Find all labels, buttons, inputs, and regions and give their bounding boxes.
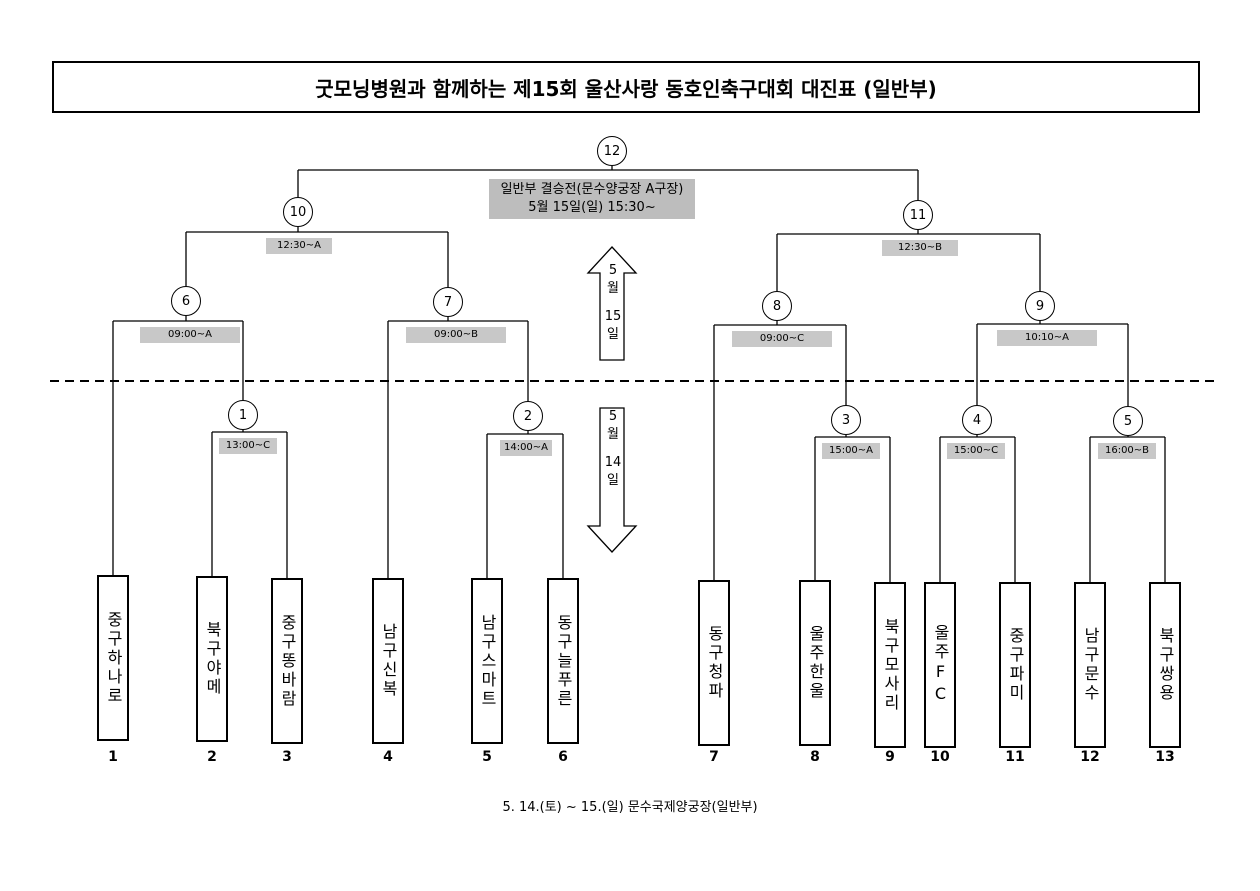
match-number-circle: 1 <box>228 400 258 430</box>
team-seed-number: 5 <box>482 749 492 765</box>
day-down-label: 5 월 14 일 <box>598 408 628 490</box>
team-box: 북구야메 <box>196 576 228 742</box>
final-date: 5월 15일(일) 15:30~ <box>528 200 656 215</box>
match-number-circle: 2 <box>513 401 543 431</box>
team-name: 북구야메 <box>203 621 222 697</box>
match-time-label: 13:00~C <box>219 438 277 454</box>
match-time-label: 09:00~C <box>732 331 832 347</box>
day-up-day-num: 15 <box>604 309 622 324</box>
team-name: 동구청파 <box>705 625 724 701</box>
team-name: 울주한울 <box>806 625 825 701</box>
team-seed-number: 8 <box>810 749 820 765</box>
match-time-label: 12:30~B <box>882 240 958 256</box>
bracket-title-text: 굿모닝병원과 함께하는 제15회 울산사랑 동호인축구대회 대진표 (일반부) <box>315 76 937 101</box>
match-time-label: 16:00~B <box>1098 443 1156 459</box>
match-time-label: 09:00~A <box>140 327 240 343</box>
day-up-month: 월 <box>607 281 619 296</box>
team-box: 남구문수 <box>1074 582 1106 748</box>
team-seed-number: 3 <box>282 749 292 765</box>
team-seed-number: 4 <box>383 749 393 765</box>
day-down-day-num: 14 <box>604 455 622 470</box>
team-seed-number: 12 <box>1080 749 1100 765</box>
team-seed-number: 1 <box>108 749 118 765</box>
day-down-month-num: 5 <box>608 409 618 424</box>
final-venue: 일반부 결승전(문수양궁장 A구장) <box>500 182 684 197</box>
arrow-up-icon <box>586 246 638 361</box>
match-time-label: 09:00~B <box>406 327 506 343</box>
match-number-circle: 4 <box>962 405 992 435</box>
match-time-label: 15:00~C <box>947 443 1005 459</box>
team-name: 북구쌍용 <box>1156 627 1175 703</box>
team-seed-number: 11 <box>1005 749 1025 765</box>
team-name: 남구스마트 <box>478 613 497 709</box>
team-name: 울주FC <box>931 624 950 706</box>
match-number-circle: 8 <box>762 291 792 321</box>
match-time-label: 12:30~A <box>266 238 332 254</box>
match-number-circle: 7 <box>433 287 463 317</box>
team-seed-number: 13 <box>1155 749 1175 765</box>
match-number-circle: 5 <box>1113 406 1143 436</box>
team-box: 동구늘푸른 <box>547 578 579 744</box>
team-box: 중구똥바람 <box>271 578 303 744</box>
team-box: 남구신복 <box>372 578 404 744</box>
day-up-month-num: 5 <box>608 263 618 278</box>
match-number-circle: 11 <box>903 200 933 230</box>
team-seed-number: 2 <box>207 749 217 765</box>
match-number-circle: 9 <box>1025 291 1055 321</box>
day-down-day: 일 <box>607 473 619 488</box>
team-box: 동구청파 <box>698 580 730 746</box>
team-box: 남구스마트 <box>471 578 503 744</box>
team-name: 북구모사리 <box>881 617 900 713</box>
team-name: 중구파미 <box>1006 627 1025 703</box>
team-box: 중구하나로 <box>97 575 129 741</box>
team-name: 중구똥바람 <box>278 613 297 709</box>
arrow-down-icon <box>586 407 638 553</box>
team-name: 남구신복 <box>379 623 398 699</box>
team-name: 동구늘푸른 <box>554 613 573 709</box>
team-box: 중구파미 <box>999 582 1031 748</box>
match-number-circle: 3 <box>831 405 861 435</box>
match-time-label: 15:00~A <box>822 443 880 459</box>
final-info-box: 일반부 결승전(문수양궁장 A구장) 5월 15일(일) 15:30~ <box>489 179 695 219</box>
match-number-circle: 6 <box>171 286 201 316</box>
team-seed-number: 6 <box>558 749 568 765</box>
team-box: 북구모사리 <box>874 582 906 748</box>
venue-footer: 5. 14.(토) ~ 15.(일) 문수국제양궁장(일반부) <box>502 800 758 815</box>
bracket-title: 굿모닝병원과 함께하는 제15회 울산사랑 동호인축구대회 대진표 (일반부) <box>52 61 1200 113</box>
match-time-label: 10:10~A <box>997 330 1097 346</box>
team-seed-number: 9 <box>885 749 895 765</box>
team-name: 남구문수 <box>1081 627 1100 703</box>
team-box: 울주FC <box>924 582 956 748</box>
team-name: 중구하나로 <box>104 610 123 706</box>
match-time-label: 14:00~A <box>500 440 552 456</box>
day-up-label: 5 월 15 일 <box>598 262 628 344</box>
team-seed-number: 10 <box>930 749 950 765</box>
day-down-month: 월 <box>607 427 619 442</box>
team-box: 울주한울 <box>799 580 831 746</box>
team-box: 북구쌍용 <box>1149 582 1181 748</box>
team-seed-number: 7 <box>709 749 719 765</box>
match-number-circle: 10 <box>283 197 313 227</box>
match-number-circle: 12 <box>597 136 627 166</box>
day-up-day: 일 <box>607 327 619 342</box>
